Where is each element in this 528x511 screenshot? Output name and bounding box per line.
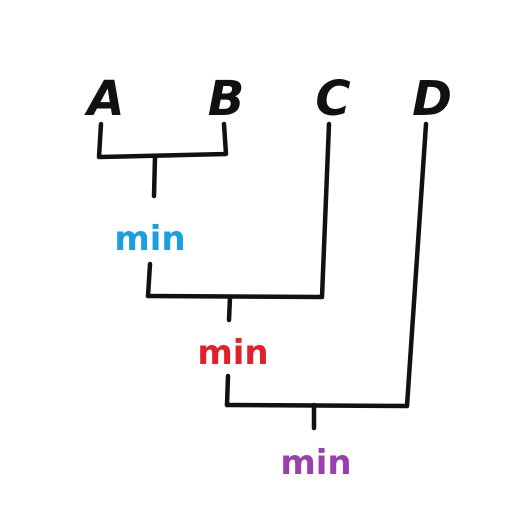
stem-min-1-down xyxy=(145,261,153,299)
leaf-label-b: B xyxy=(208,71,245,127)
stem-min-2-down xyxy=(224,373,231,408)
leaf-label-d: D xyxy=(412,71,452,127)
min-node-3-label: min xyxy=(280,443,351,483)
leaf-label-c: C xyxy=(315,71,350,127)
bracket-min2-d xyxy=(224,121,429,409)
bracket-a-b xyxy=(96,121,229,160)
leaf-label-a: A xyxy=(83,71,124,127)
stem-min1-c xyxy=(226,294,233,323)
bracket-min1-c xyxy=(145,121,332,300)
min-node-1-label: min xyxy=(114,219,185,259)
min-node-2-label: min xyxy=(197,333,268,373)
stem-a-b xyxy=(151,154,158,199)
